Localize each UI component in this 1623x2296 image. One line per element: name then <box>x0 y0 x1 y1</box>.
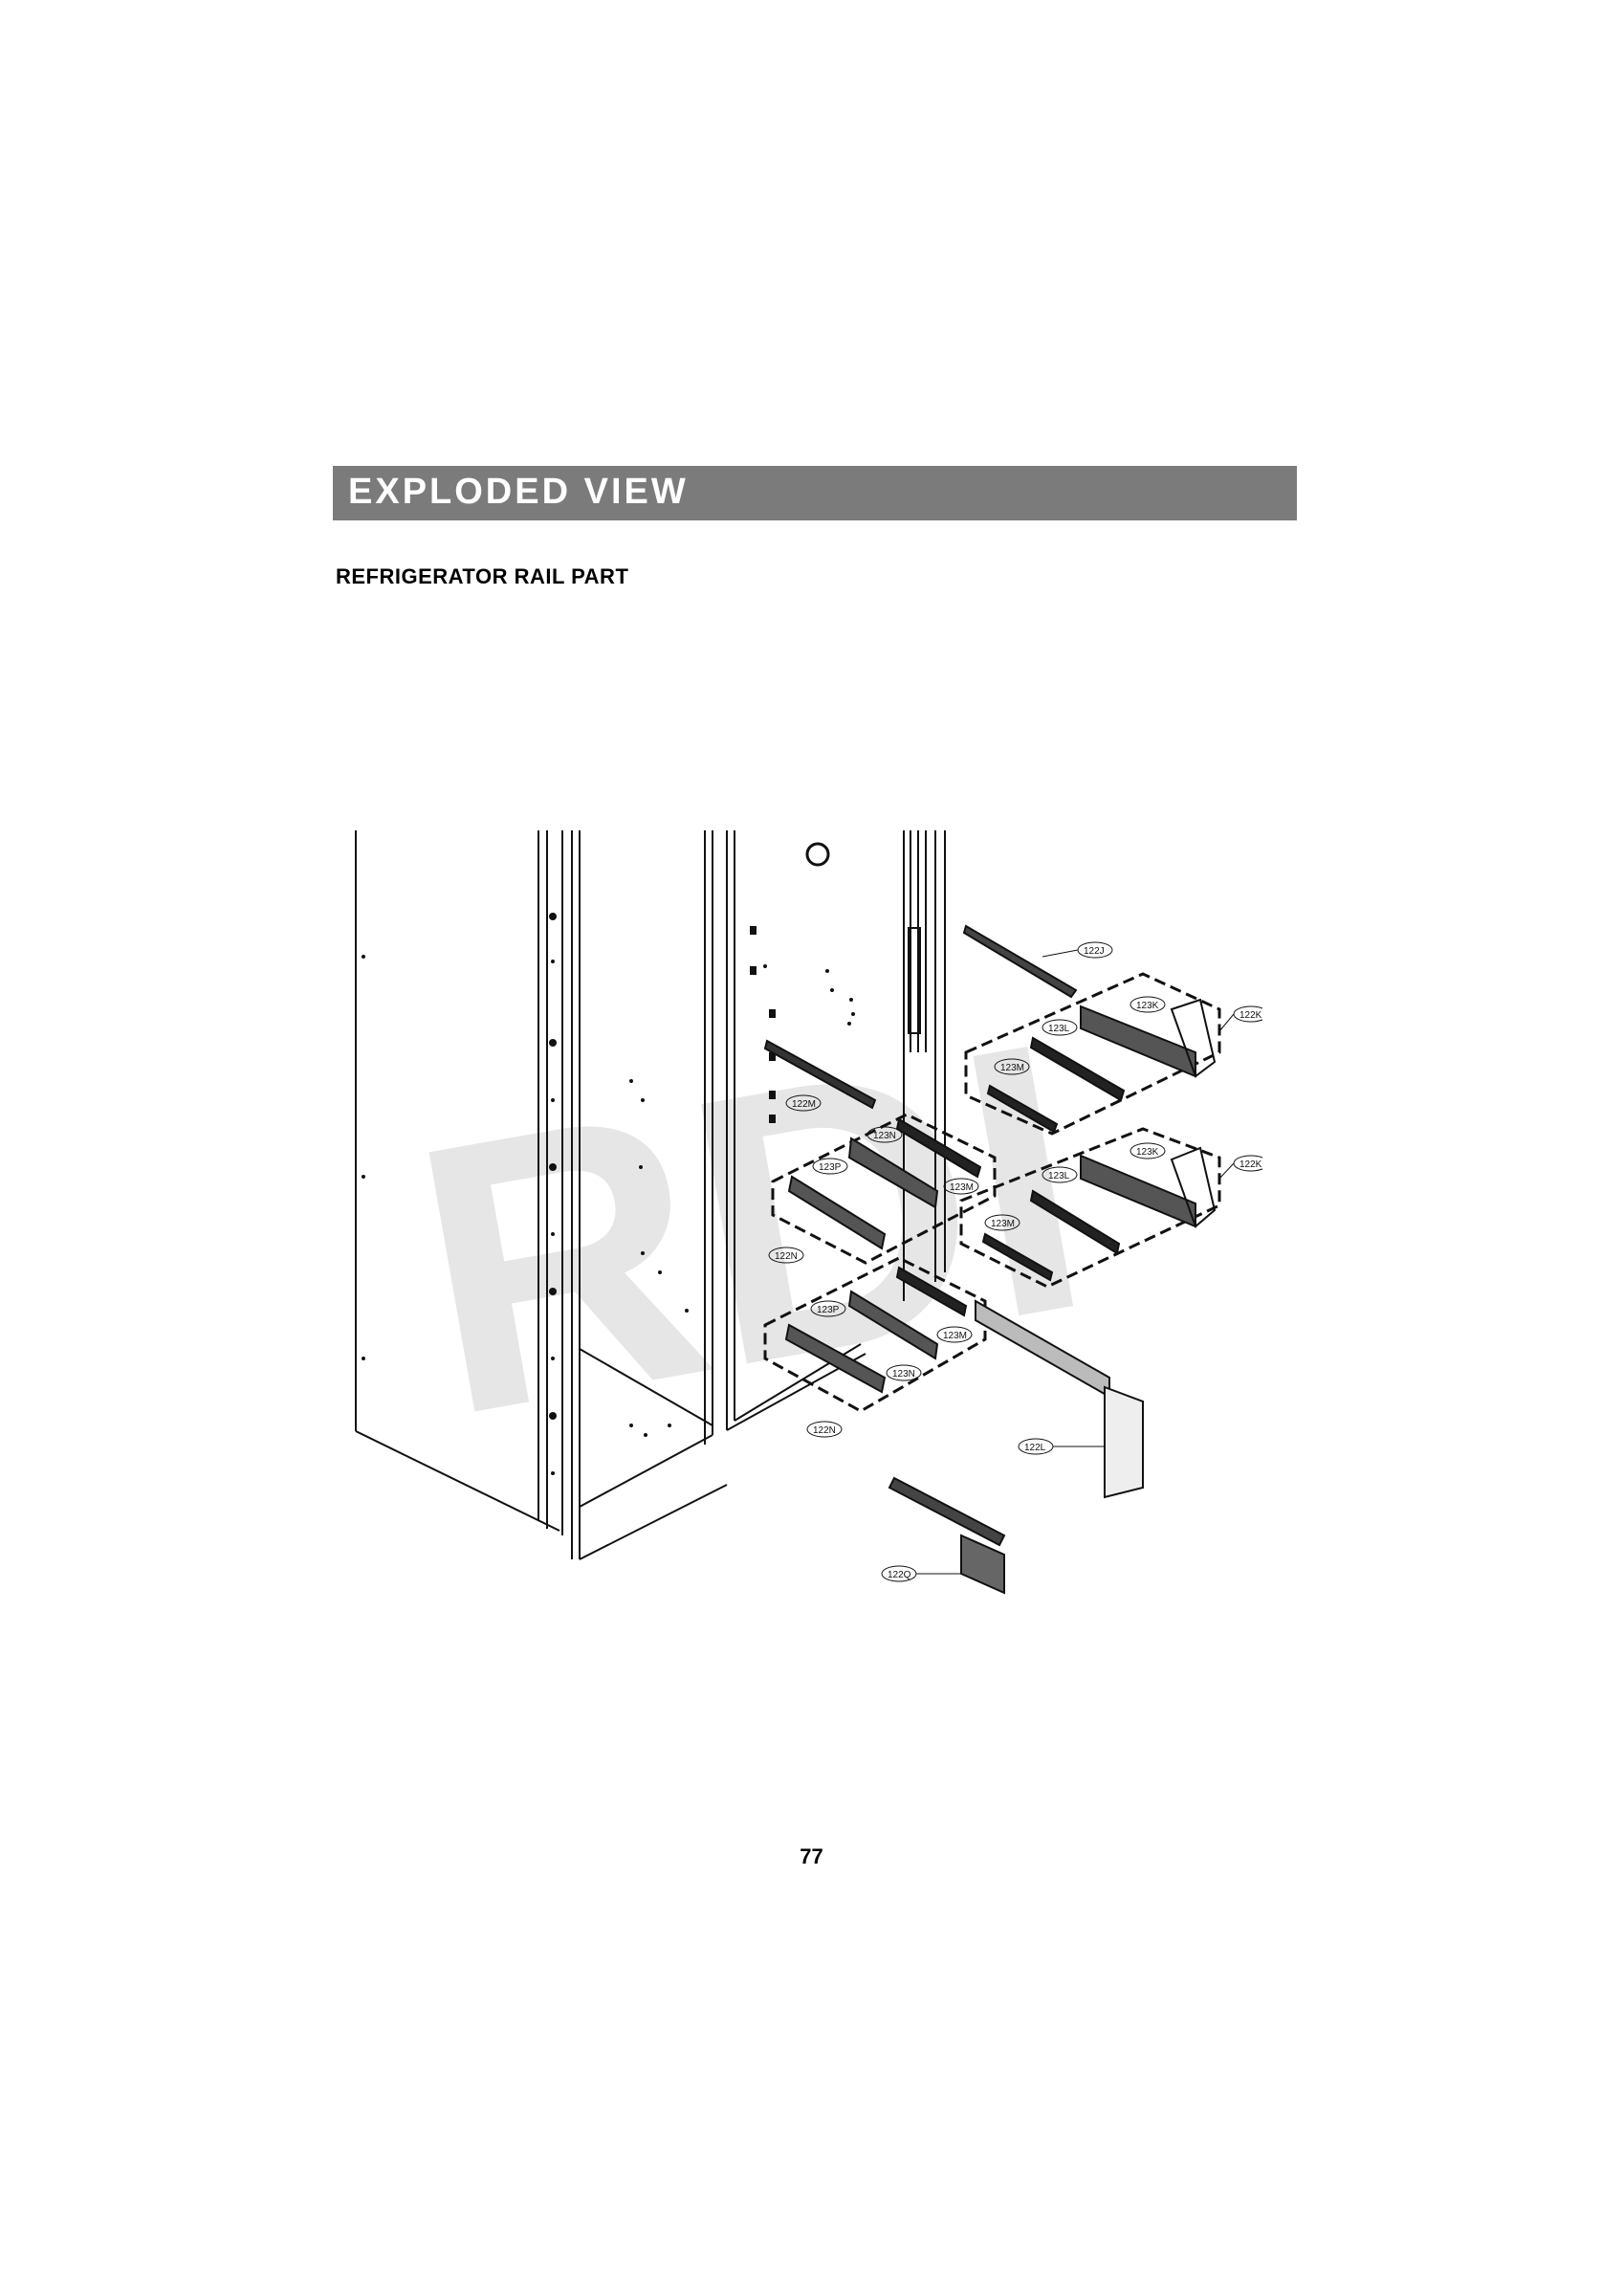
callout-123K-b: 123K <box>1130 1142 1166 1159</box>
svg-text:123M: 123M <box>950 1182 974 1193</box>
callout-123P-b: 123P <box>810 1300 846 1317</box>
svg-text:123N: 123N <box>873 1131 896 1141</box>
page-title: EXPLODED VIEW <box>348 472 689 512</box>
callout-123M-c: 123M <box>984 1214 1020 1231</box>
callout-123M-a: 123M <box>994 1058 1030 1075</box>
callout-122M: 122M <box>785 1094 822 1112</box>
exploded-view-diagram: RDI <box>355 830 1262 1595</box>
svg-text:123K: 123K <box>1136 1147 1159 1158</box>
svg-text:122Q: 122Q <box>888 1570 911 1580</box>
svg-text:123M: 123M <box>1000 1063 1024 1073</box>
svg-text:122K: 122K <box>1239 1159 1262 1170</box>
svg-text:122M: 122M <box>792 1099 816 1110</box>
callout-labels: 122J 123K 122K 123L 123M 122M 123N 123P <box>768 941 1262 1582</box>
callout-122K-a: 122K <box>1218 1005 1262 1032</box>
svg-text:122J: 122J <box>1084 946 1105 957</box>
svg-text:123M: 123M <box>943 1331 967 1341</box>
callout-123L-b: 123L <box>1042 1166 1078 1183</box>
svg-text:123P: 123P <box>819 1162 842 1173</box>
svg-text:123N: 123N <box>892 1369 915 1380</box>
callout-123M-d: 123M <box>936 1326 973 1343</box>
cabinet-holes <box>362 842 855 1475</box>
callout-123L-a: 123L <box>1042 1019 1078 1036</box>
callout-123M-b: 123M <box>943 1178 979 1195</box>
svg-text:123K: 123K <box>1136 1001 1159 1011</box>
svg-text:122K: 122K <box>1239 1010 1262 1021</box>
svg-text:123M: 123M <box>991 1219 1015 1229</box>
section-banner: EXPLODED VIEW <box>333 466 1297 520</box>
cabinet-drawing <box>355 830 946 1560</box>
svg-text:122L: 122L <box>1024 1443 1046 1453</box>
section-subtitle: REFRIGERATOR RAIL PART <box>336 564 629 588</box>
callout-122N-a: 122N <box>768 1247 804 1264</box>
callout-123K-a: 123K <box>1130 996 1166 1013</box>
svg-text:123L: 123L <box>1048 1024 1070 1034</box>
callout-122Q: 122Q <box>881 1565 961 1582</box>
svg-text:123P: 123P <box>817 1305 840 1315</box>
svg-text:122N: 122N <box>775 1251 798 1262</box>
svg-text:122N: 122N <box>813 1425 836 1436</box>
callout-122K-b: 122K <box>1218 1155 1262 1180</box>
callout-122J: 122J <box>1042 941 1113 959</box>
callout-123P-a: 123P <box>812 1158 848 1175</box>
callout-123N-b: 123N <box>886 1364 922 1381</box>
callout-122L: 122L <box>1018 1438 1105 1455</box>
rail-parts <box>763 924 1221 1595</box>
callout-123N-a: 123N <box>866 1126 903 1143</box>
svg-text:123L: 123L <box>1048 1171 1070 1181</box>
callout-122N-b: 122N <box>806 1421 843 1438</box>
page-number: 77 <box>800 1844 823 1868</box>
